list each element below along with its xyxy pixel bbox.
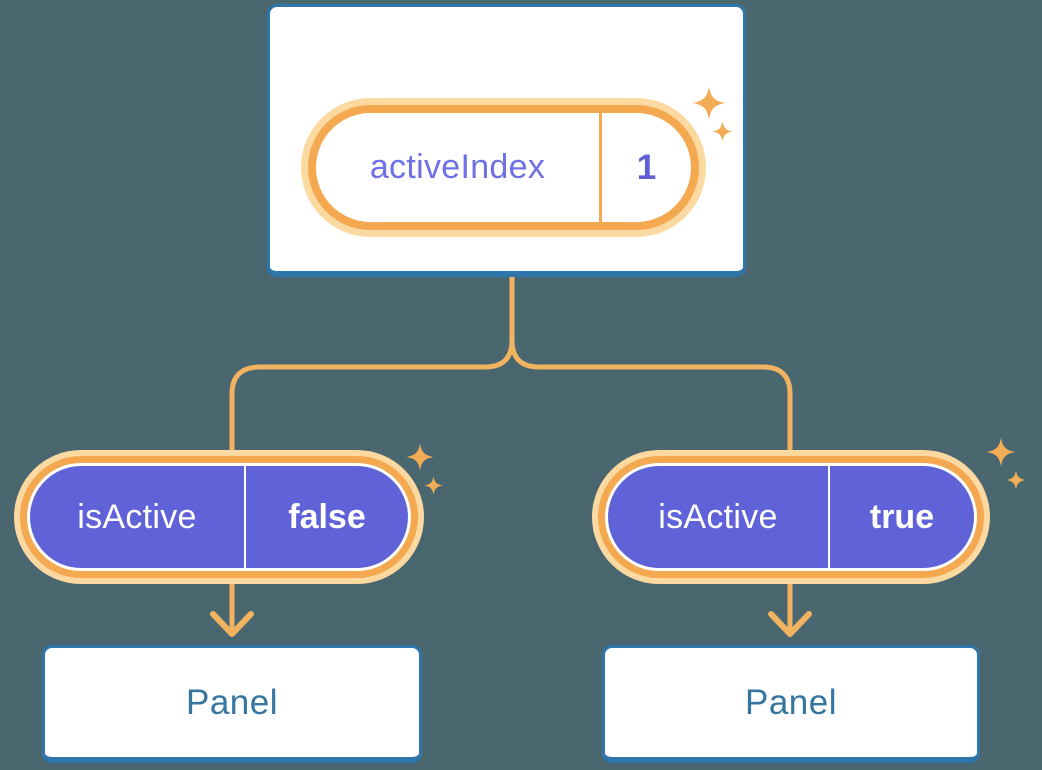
sparkles-icon [692, 86, 726, 120]
prop-pill-value: false [288, 497, 366, 536]
connector-left-branch [229, 269, 515, 634]
state-pill-value: 1 [636, 147, 657, 187]
panel-title: Panel [185, 682, 279, 722]
prop-pill-label: isActive [77, 497, 197, 536]
panel-card-right: Panel [602, 645, 980, 763]
panel-card-left: Panel [42, 645, 422, 763]
prop-pill-body: isActive false [30, 466, 408, 568]
arrow-down-icon [768, 611, 812, 637]
prop-pill-body: isActive true [608, 466, 974, 568]
sparkles-icon [424, 476, 443, 495]
prop-pill-isactive-true: isActive true [598, 456, 984, 578]
pill-divider [828, 466, 830, 568]
state-pill: activeIndex 1 [308, 105, 699, 230]
sparkles-icon [406, 443, 434, 471]
prop-pill-isactive-false: isActive false [20, 456, 418, 578]
panel-title: Panel [744, 682, 838, 722]
pill-divider [599, 113, 602, 222]
prop-pill-value: true [869, 497, 935, 536]
state-pill-label: activeIndex [369, 148, 546, 186]
sparkles-icon [712, 121, 733, 142]
pill-divider [244, 466, 246, 568]
sparkles-icon [1006, 470, 1026, 490]
sparkles-icon [986, 437, 1016, 467]
connector-right-branch [509, 269, 793, 634]
prop-pill-label: isActive [658, 497, 778, 536]
arrow-down-icon [210, 611, 254, 637]
